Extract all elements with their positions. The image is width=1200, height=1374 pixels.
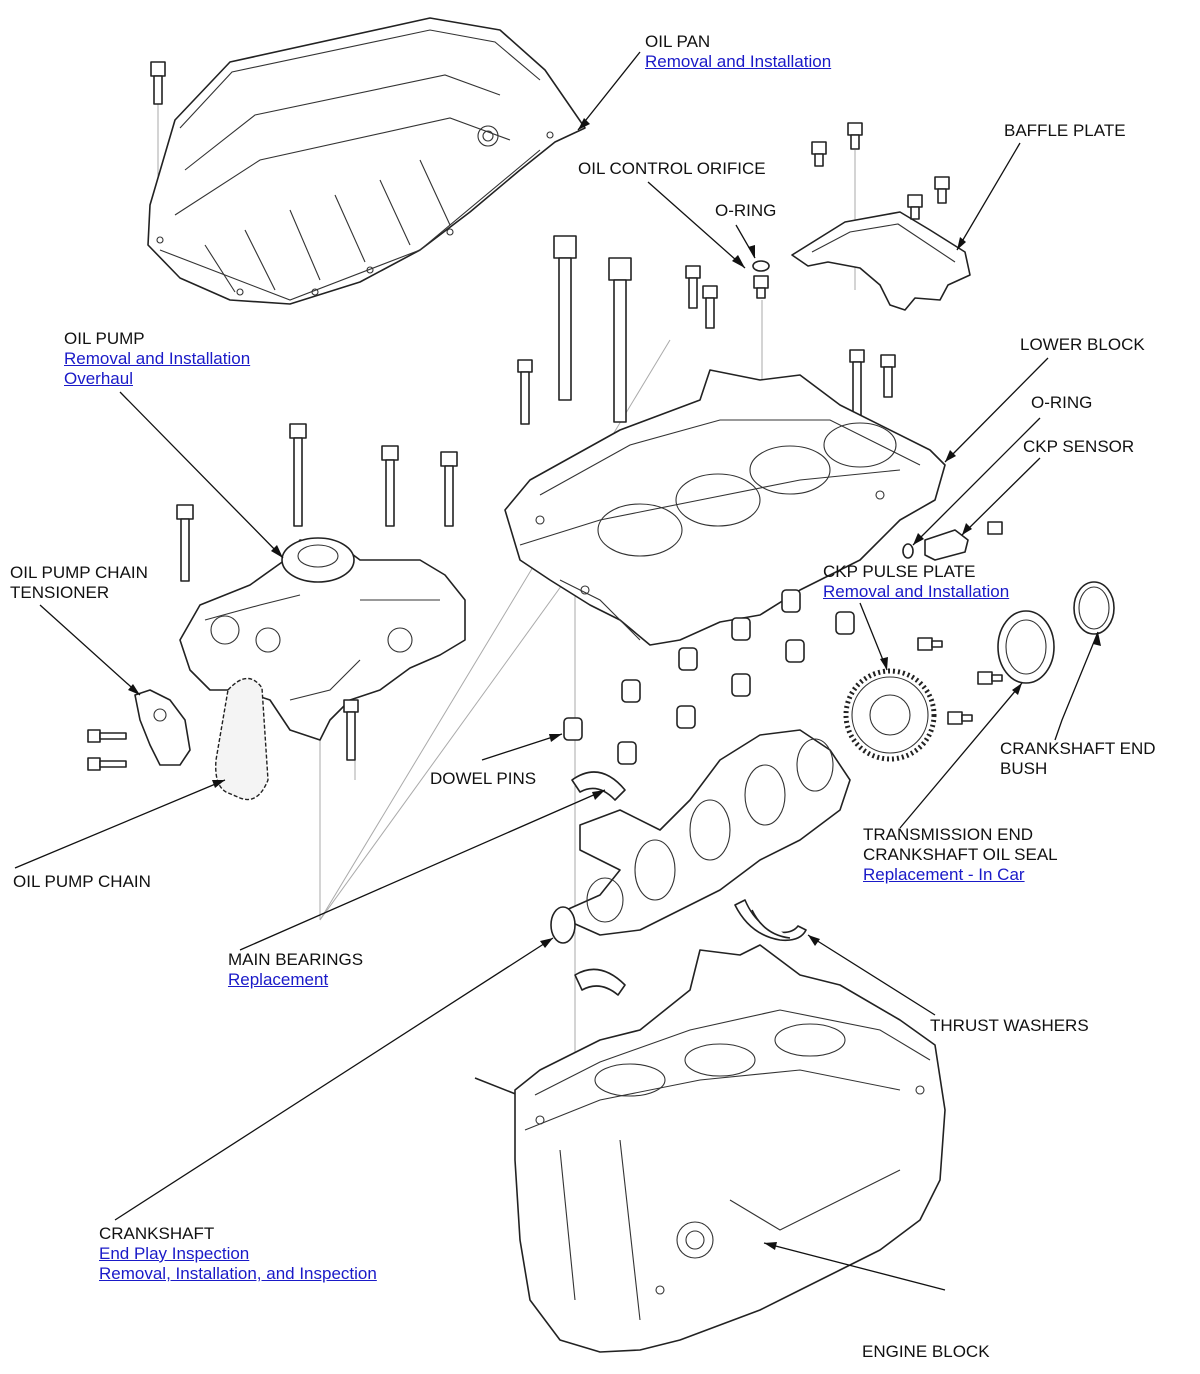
o-ring-right-callout: O-RING — [1031, 393, 1092, 413]
chain-tensioner-drawing — [87, 689, 191, 771]
transmission-end-oil-seal-callout: TRANSMISSION END CRANKSHAFT OIL SEAL Rep… — [863, 825, 1058, 885]
oil-pump-callout: OIL PUMP Removal and Installation Overha… — [64, 329, 250, 389]
oil-seal-replacement-link[interactable]: Replacement - In Car — [863, 865, 1025, 884]
baffle-plate-callout: BAFFLE PLATE — [1004, 121, 1126, 141]
oil-pump-drawing — [179, 537, 466, 741]
crankshaft-label: CRANKSHAFT — [99, 1224, 215, 1243]
oil-seal-drawing — [997, 610, 1055, 684]
baffle-bolts — [811, 122, 950, 220]
orifice-o-ring — [752, 260, 770, 299]
dowel-pins-drawing — [563, 589, 855, 765]
end-bush-drawing — [1073, 581, 1115, 635]
ckp-pulse-plate-removal-link[interactable]: Removal and Installation — [823, 582, 1010, 601]
lower-block-label: LOWER BLOCK — [1020, 335, 1145, 354]
ckp-pulse-plate-drawing — [843, 637, 1003, 762]
leader-lines — [14, 51, 1099, 1291]
lower-block-callout: LOWER BLOCK — [1020, 335, 1145, 355]
crankshaft-end-bush-label-line1: CRANKSHAFT END — [1000, 739, 1156, 758]
crankshaft-removal-link[interactable]: Removal, Installation, and Inspection — [99, 1264, 377, 1283]
crankshaft-end-bush-label-line2: BUSH — [1000, 759, 1048, 778]
engine-block-drawing — [474, 944, 946, 1353]
ckp-sensor-drawing — [902, 521, 1003, 561]
o-ring-top-label: O-RING — [715, 201, 777, 220]
chain-tensioner-label-line2: TENSIONER — [10, 583, 110, 602]
oil-seal-label-line2: CRANKSHAFT OIL SEAL — [863, 845, 1058, 864]
oil-pump-chain-callout: OIL PUMP CHAIN — [13, 872, 151, 892]
leader-arrowheads — [128, 118, 1101, 1250]
oil-pan-drawing — [147, 17, 586, 305]
main-bearings-label: MAIN BEARINGS — [228, 950, 364, 969]
oil-pump-removal-link[interactable]: Removal and Installation — [64, 349, 251, 368]
main-bearings-replacement-link[interactable]: Replacement — [228, 970, 329, 989]
chain-tensioner-callout: OIL PUMP CHAIN TENSIONER — [10, 563, 148, 603]
o-ring-right-label: O-RING — [1031, 393, 1093, 412]
oil-pump-chain-label: OIL PUMP CHAIN — [13, 872, 151, 891]
lower-block-drawing — [504, 369, 946, 646]
oil-pan-label: OIL PAN — [645, 32, 711, 51]
baffle-plate-drawing — [791, 211, 971, 311]
main-bearings-callout: MAIN BEARINGS Replacement — [228, 950, 363, 990]
chain-tensioner-label-line1: OIL PUMP CHAIN — [10, 563, 148, 582]
engine-block-callout: ENGINE BLOCK — [862, 1342, 990, 1362]
main-bearing-shells — [571, 771, 626, 996]
baffle-plate-label: BAFFLE PLATE — [1004, 121, 1126, 140]
oil-pump-bolts — [176, 423, 458, 761]
oil-pump-label: OIL PUMP — [64, 329, 145, 348]
engine-block-label: ENGINE BLOCK — [862, 1342, 990, 1361]
oil-control-orifice-callout: OIL CONTROL ORIFICE — [578, 159, 766, 179]
thrust-washers-drawing — [734, 899, 807, 942]
oil-pump-chain-drawing — [215, 677, 269, 801]
ckp-sensor-callout: CKP SENSOR — [1023, 437, 1134, 457]
ckp-pulse-plate-callout: CKP PULSE PLATE Removal and Installation — [823, 562, 1009, 602]
crankshaft-callout: CRANKSHAFT End Play Inspection Removal, … — [99, 1224, 377, 1284]
o-ring-top-callout: O-RING — [715, 201, 776, 221]
crankshaft-drawing — [550, 729, 851, 944]
oil-seal-label-line1: TRANSMISSION END — [863, 825, 1034, 844]
thrust-washers-callout: THRUST WASHERS — [930, 1016, 1089, 1036]
oil-pump-overhaul-link[interactable]: Overhaul — [64, 369, 133, 388]
oil-pan-removal-link[interactable]: Removal and Installation — [645, 52, 832, 71]
oil-control-orifice-label: OIL CONTROL ORIFICE — [578, 159, 766, 178]
ckp-sensor-label: CKP SENSOR — [1023, 437, 1135, 456]
dowel-pins-label: DOWEL PINS — [430, 769, 537, 788]
dowel-pins-callout: DOWEL PINS — [430, 769, 536, 789]
lower-block-bolts — [517, 235, 896, 425]
oil-pan-callout: OIL PAN Removal and Installation — [645, 32, 831, 72]
oil-pan-bolt — [150, 61, 166, 105]
thrust-washers-label: THRUST WASHERS — [930, 1016, 1089, 1035]
crankshaft-end-bush-callout: CRANKSHAFT END BUSH — [1000, 739, 1156, 779]
ckp-pulse-plate-label: CKP PULSE PLATE — [823, 562, 976, 581]
crankshaft-end-play-link[interactable]: End Play Inspection — [99, 1244, 250, 1263]
